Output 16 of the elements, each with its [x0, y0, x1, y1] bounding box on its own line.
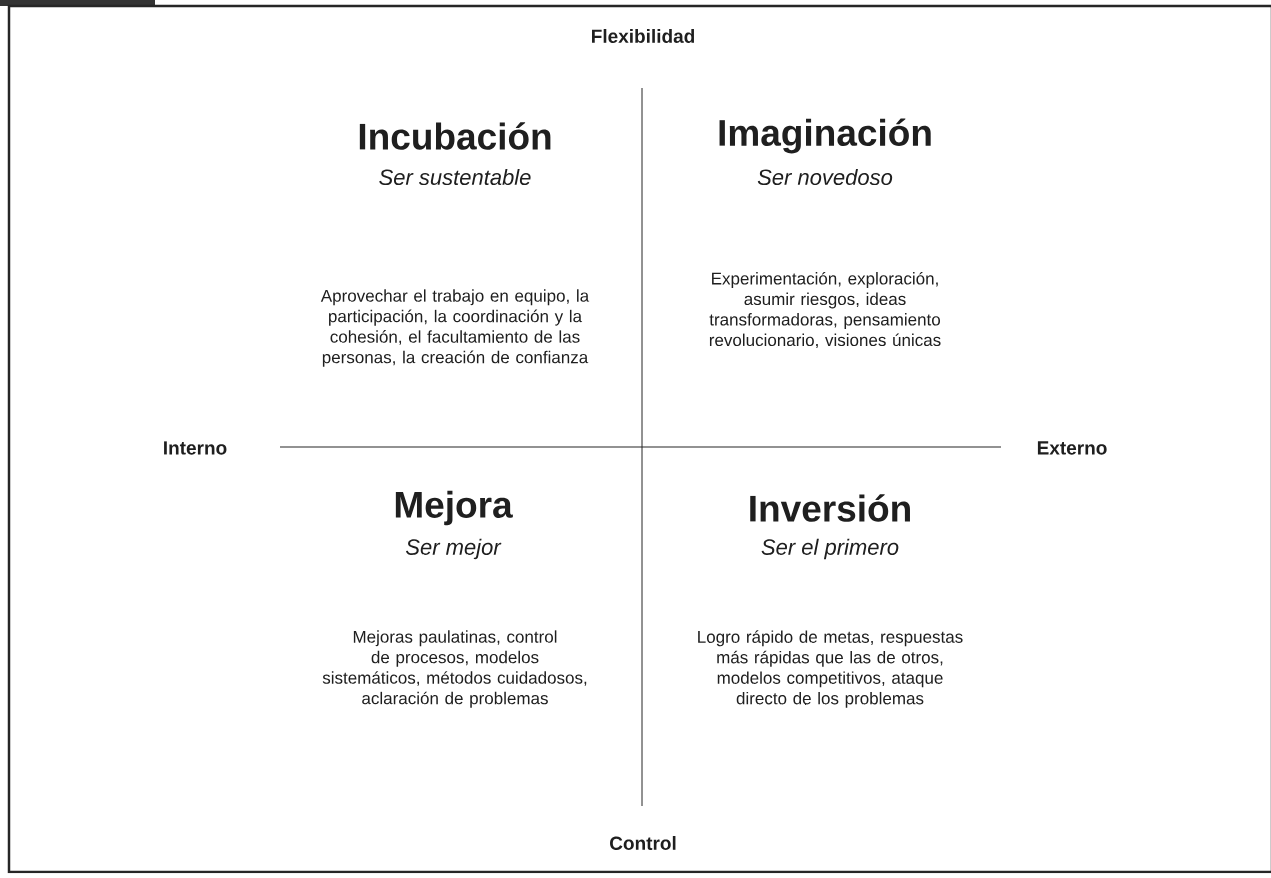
quadrant-subtitle: Ser novedoso: [757, 168, 893, 186]
axis-label: Control: [610, 836, 676, 850]
quadrant-description: Mejoras paulatinas, control de procesos, modelos sistemáticos, métodos cuidadosos, aclaración de problemas: [322, 630, 587, 708]
quadrant-subtitle: Ser mejor: [405, 538, 502, 560]
quadrant-description: Aprovechar el trabajo en equipo, la participación, la coordinación y la cohesión, el facultamiento de las personas, la creación de confianza: [320, 289, 590, 367]
axis-label: Interno: [164, 441, 227, 455]
quadrant-description: Logro rápido de metas, respuestas más rápidas que las de otros, modelos competitivos, ataque directo de los problemas: [698, 630, 963, 708]
quadrant-description: Experimentación, exploración, asumir riesgos, ideas transformadoras, pensamiento revolucionario, visiones únicas: [709, 271, 941, 349]
quadrant-title: Imaginación: [719, 118, 931, 154]
quadrant-subtitle: Ser el primero: [761, 538, 899, 560]
quadrant-title: Incubación: [359, 122, 551, 150]
quadrant-subtitle: Ser sustentable: [379, 168, 531, 186]
quadrant-title: Inversión: [750, 494, 910, 522]
axis-label: Externo: [1037, 441, 1107, 455]
axis-label: Flexibilidad: [592, 29, 695, 43]
quadrant-title: Mejora: [395, 490, 513, 526]
